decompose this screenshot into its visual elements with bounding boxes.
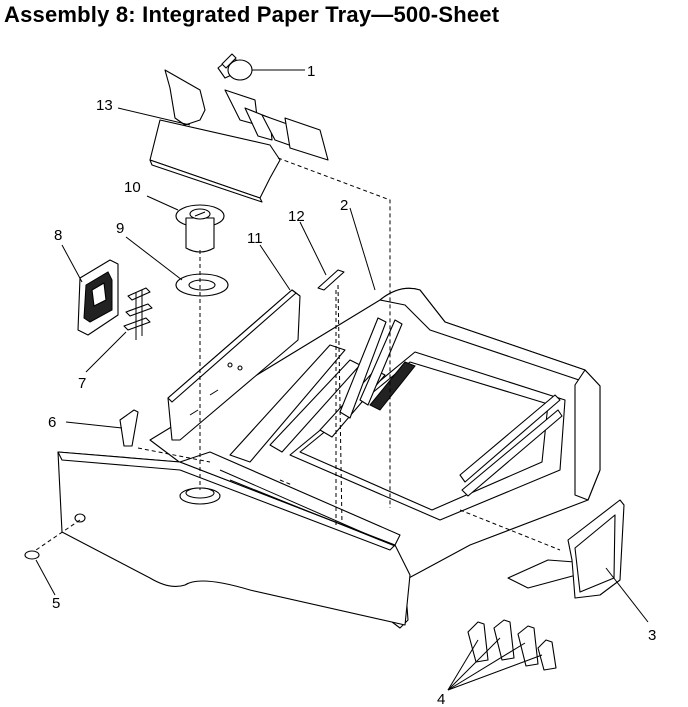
part-5-plug [24, 550, 40, 560]
part-12-bracket [317, 269, 345, 291]
callout-10: 10 [124, 179, 141, 196]
part-7-clips [123, 287, 153, 340]
callout-3: 3 [648, 627, 656, 644]
callout-13: 13 [96, 97, 113, 114]
callout-6: 6 [48, 414, 56, 431]
part-4-pads [467, 619, 557, 671]
part-6-latch [119, 409, 139, 447]
callout-leader-lines [35, 69, 649, 691]
part-11-side-guide [167, 289, 301, 441]
tray-rib-slot [369, 361, 416, 411]
callout-9: 9 [116, 220, 124, 237]
callout-5: 5 [52, 595, 60, 612]
callout-12: 12 [288, 208, 305, 225]
tray-front-cover [57, 451, 411, 626]
callout-numbers: 1 2 3 4 5 6 7 8 9 10 11 12 13 [48, 63, 656, 707]
callout-7: 7 [78, 375, 86, 392]
part-1-clip [217, 53, 253, 81]
diagram-title: Assembly 8: Integrated Paper Tray—500-Sh… [4, 2, 500, 27]
callout-1: 1 [307, 63, 315, 80]
callout-2: 2 [340, 197, 348, 214]
callout-11: 11 [247, 230, 263, 247]
callout-8: 8 [54, 227, 62, 244]
assembly-dashed-lines [35, 157, 561, 551]
part-13-tray-cover [149, 69, 329, 203]
paper-tray-body [149, 287, 601, 629]
part-8-board [77, 259, 119, 336]
part-9-washer [175, 273, 229, 297]
callout-4: 4 [437, 691, 445, 707]
part-10-knob [175, 204, 225, 253]
